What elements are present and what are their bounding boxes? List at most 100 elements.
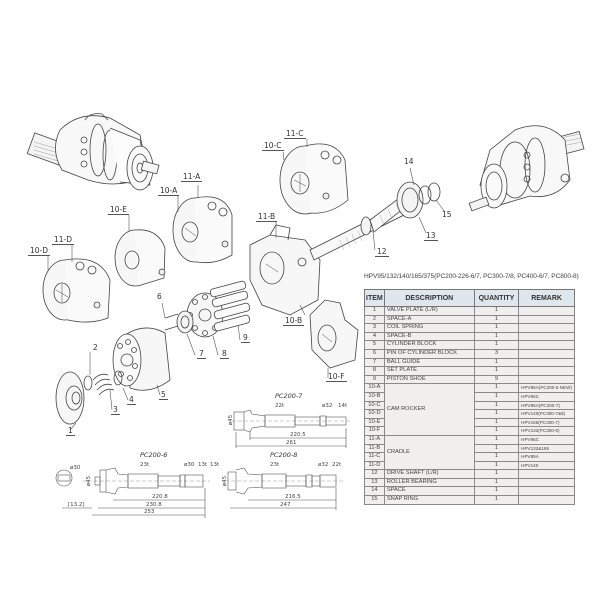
cell-quantity: 1 bbox=[473, 306, 520, 316]
cell-remark bbox=[518, 366, 575, 376]
cell-item: 10-C bbox=[364, 400, 385, 411]
dim-length-inner: 220.5 bbox=[290, 432, 306, 438]
cell-quantity: 1 bbox=[473, 409, 520, 419]
cell-description: SNAP RING bbox=[383, 495, 475, 505]
callout-6: 6 bbox=[157, 292, 162, 301]
part-10a-11a-cam-rocker bbox=[172, 196, 233, 264]
cell-remark: HPV140(PC300-7&8) bbox=[518, 409, 575, 419]
cell-item: 14 bbox=[364, 486, 385, 497]
cell-item: 15 bbox=[364, 495, 385, 505]
cell-item: 11-D bbox=[364, 460, 385, 471]
part-10e-cam-rocker bbox=[114, 229, 166, 287]
cell-description: CYLINDER BLOCK bbox=[383, 340, 475, 350]
cell-item: 8 bbox=[364, 366, 385, 376]
cell-description: SPACE-B bbox=[383, 331, 475, 342]
header-item: ITEM bbox=[364, 289, 385, 307]
cell-item: 7 bbox=[364, 357, 385, 368]
cell-quantity: 1 bbox=[473, 426, 520, 436]
cell-description: SPACE-A bbox=[383, 314, 475, 325]
dim-length-total: 247 bbox=[280, 502, 291, 508]
cell-quantity: 1 bbox=[473, 314, 520, 325]
cell-item: 10-F bbox=[364, 426, 385, 436]
cell-remark bbox=[518, 357, 575, 368]
part-2-3-4-spring-set bbox=[83, 370, 123, 396]
cell-description: VALVE PLATE (L/R) bbox=[383, 306, 475, 316]
callout-11d: 11-D bbox=[52, 235, 75, 245]
cell-description: SPACE bbox=[383, 486, 475, 497]
cell-remark bbox=[518, 374, 575, 385]
leader-lines bbox=[47, 139, 446, 431]
dim-dia-end: ø45 bbox=[222, 475, 229, 487]
cell-quantity: 1 bbox=[473, 417, 520, 428]
dim-spline-left: 23t bbox=[270, 462, 280, 468]
callout-8: 8 bbox=[220, 349, 229, 359]
cell-item: 11-B bbox=[364, 443, 385, 454]
cell-item: 10-B bbox=[364, 391, 385, 402]
cell-quantity: 1 bbox=[473, 486, 520, 497]
cell-item: 3 bbox=[364, 323, 385, 333]
cell-description: BALL GUIDE bbox=[383, 357, 475, 368]
callout-13: 13 bbox=[424, 231, 438, 241]
dim-length-total: 253 bbox=[144, 509, 155, 515]
cell-quantity: 1 bbox=[473, 340, 520, 350]
cell-item: 10-D bbox=[364, 409, 385, 419]
callout-10b: 10-B bbox=[283, 316, 305, 326]
dim-spline-right: 14t bbox=[338, 403, 348, 409]
callout-10c: 10-C bbox=[262, 141, 284, 151]
callout-7: 7 bbox=[197, 349, 206, 359]
header-description: DESCRIPTION bbox=[383, 289, 475, 307]
cell-quantity: 1 bbox=[473, 443, 520, 454]
part-11b-10b-cradle bbox=[249, 224, 321, 316]
cell-item: 12 bbox=[364, 469, 385, 479]
cell-item: 1 bbox=[364, 306, 385, 316]
cell-remark: HPV95C bbox=[518, 391, 575, 402]
callout-9: 9 bbox=[241, 333, 250, 343]
dim-length-inner: 220.8 bbox=[152, 494, 168, 500]
dim-spline-left: 23t bbox=[140, 462, 150, 468]
dim-dia-mid: ø32 bbox=[322, 403, 333, 409]
callout-3: 3 bbox=[111, 405, 120, 415]
dim-dia-end: ø45 bbox=[228, 414, 235, 426]
dim-spline-left: 22t bbox=[275, 403, 285, 409]
cell-description: ROLLER BEARING bbox=[383, 477, 475, 488]
cell-quantity: 1 bbox=[473, 357, 520, 368]
cell-remark bbox=[518, 469, 575, 479]
callout-12: 12 bbox=[375, 247, 389, 257]
cell-remark bbox=[518, 340, 575, 350]
dim-dia-mid: ø30 bbox=[184, 462, 195, 468]
cell-quantity: 1 bbox=[473, 495, 520, 505]
cell-quantity: 9 bbox=[473, 374, 520, 385]
cell-remark: HPV132(PC300-6) bbox=[518, 426, 575, 436]
callout-11a: 11-A bbox=[181, 172, 203, 182]
callout-11c: 11-C bbox=[284, 129, 306, 139]
cell-remark bbox=[518, 348, 575, 359]
cell-remark: HPV95A(PC200-7) bbox=[518, 400, 575, 411]
callout-10f: 10-F bbox=[326, 372, 347, 382]
table-title: HPV95/132/140/165/375(PC200-226-6/7, PC3… bbox=[364, 273, 579, 280]
cell-description: PIN OF CYLINDER BLOCK bbox=[383, 348, 475, 359]
callout-10d: 10-D bbox=[28, 246, 51, 256]
cell-description-group-cam-rocker: CAM ROCKER bbox=[383, 383, 475, 436]
cell-remark: HPV165(PC400-7) bbox=[518, 417, 575, 428]
callout-14: 14 bbox=[404, 157, 414, 166]
cell-item: 6 bbox=[364, 348, 385, 359]
part-10d-11d-cam-rocker bbox=[42, 258, 111, 323]
dim-dia-face: ø30 bbox=[70, 465, 81, 471]
cell-remark: HPV95A bbox=[518, 452, 575, 462]
shaft-drawing-pc200-8 bbox=[225, 467, 345, 510]
callout-2: 2 bbox=[93, 343, 98, 352]
cell-remark bbox=[518, 495, 575, 505]
cell-quantity: 3 bbox=[473, 348, 520, 359]
cell-description: SET PLATE bbox=[383, 366, 475, 376]
callout-15: 15 bbox=[442, 210, 452, 219]
cell-quantity: 1 bbox=[473, 383, 520, 393]
